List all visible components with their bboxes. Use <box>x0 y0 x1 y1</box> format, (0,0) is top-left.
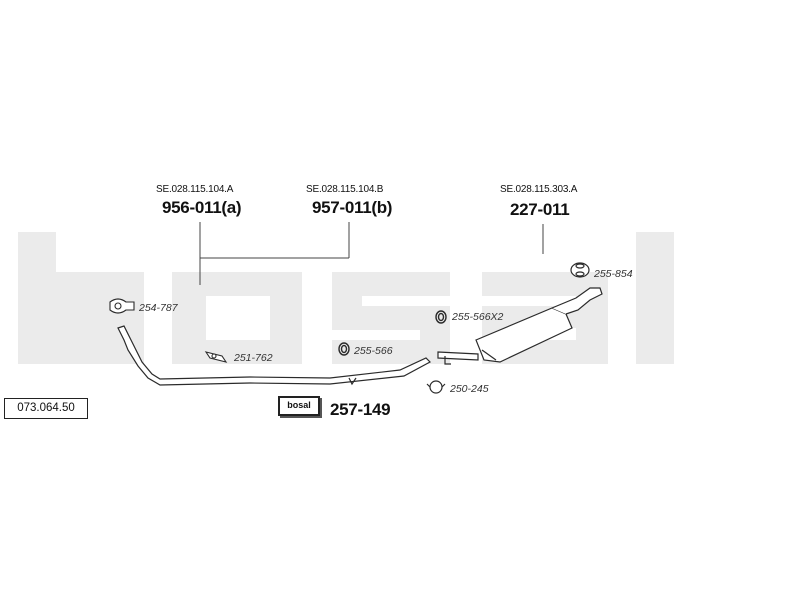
code-255-566: 255-566 <box>354 345 393 357</box>
ring-255-566x2-icon <box>435 310 447 324</box>
catalog-reference-box: 073.064.50 <box>4 398 88 419</box>
part-number-957-011b: 957-011(b) <box>312 198 393 217</box>
leader-lines <box>199 222 544 285</box>
kit-number-257-149: 257-149 <box>330 400 391 419</box>
code-251-762: 251-762 <box>234 352 273 364</box>
part-number-956-011a: 956-011(a) <box>162 198 242 217</box>
code-255-566x2: 255-566X2 <box>452 311 504 323</box>
code-255-854: 255-854 <box>594 268 633 280</box>
oe-number-a: SE.028.115.104.A <box>156 184 234 195</box>
oe-number-b: SE.028.115.104.B <box>306 184 384 195</box>
clamp-254-787-icon <box>109 298 135 314</box>
rear-silencer-drawing <box>437 287 603 365</box>
bosal-kit-logo: bosal <box>278 396 320 416</box>
code-254-787: 254-787 <box>139 302 178 314</box>
ring-255-566-icon <box>338 342 350 356</box>
front-pipe-drawing <box>117 325 431 386</box>
code-250-245: 250-245 <box>450 383 489 395</box>
bracket-251-762-icon <box>204 351 228 363</box>
clamp-ring-250-245-icon <box>426 380 446 394</box>
oe-number-rear: SE.028.115.303.A <box>500 184 578 195</box>
part-number-227-011: 227-011 <box>510 200 570 219</box>
mount-255-854-icon <box>570 262 590 278</box>
